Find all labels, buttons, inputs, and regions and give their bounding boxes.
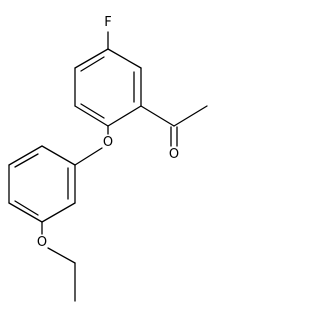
bond xyxy=(47,247,76,264)
carbonyl-oxygen-label: O xyxy=(169,147,179,162)
bond xyxy=(41,202,76,223)
bond xyxy=(41,145,76,166)
ether-oxygen-label: O xyxy=(103,135,113,150)
bond xyxy=(173,105,208,127)
fluorine-atom-label: F xyxy=(104,15,111,30)
o-c-bond xyxy=(74,147,103,166)
bond xyxy=(74,48,109,69)
bond xyxy=(8,202,43,223)
ethoxyphenyl-ring xyxy=(8,145,76,223)
double-bond xyxy=(80,56,105,72)
double-bond xyxy=(80,103,105,119)
double-bond xyxy=(14,200,39,216)
bond xyxy=(74,105,109,127)
acetyl-group xyxy=(140,105,208,147)
ethyl-chain xyxy=(47,247,76,302)
chemical-structure-diagram: F O O O xyxy=(8,15,208,302)
bond xyxy=(107,48,142,69)
double-bond xyxy=(14,153,39,168)
bond xyxy=(8,145,43,166)
bond xyxy=(140,105,175,127)
bond xyxy=(107,105,142,127)
fluorophenyl-ring xyxy=(74,48,142,127)
ethoxy-oxygen-label: O xyxy=(37,235,47,250)
